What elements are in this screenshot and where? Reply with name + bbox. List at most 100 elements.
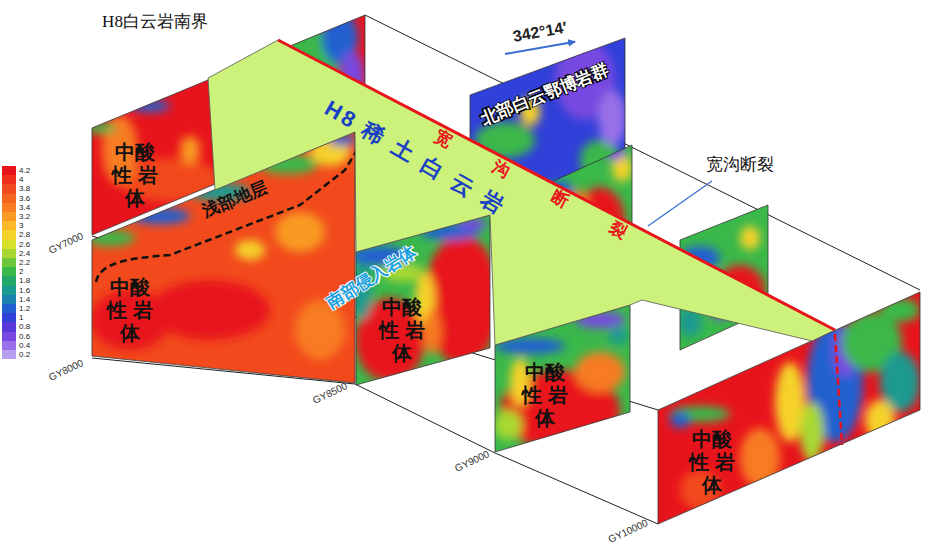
legend-row: 4 bbox=[2, 175, 23, 184]
legend-value: 1.6 bbox=[19, 286, 30, 295]
panel-texture bbox=[180, 136, 200, 164]
panel-texture bbox=[150, 280, 270, 340]
band-outline bbox=[200, 30, 850, 360]
panel-texture bbox=[235, 240, 265, 260]
panel-texture bbox=[424, 235, 500, 365]
stratum-label: 浅部地层 bbox=[200, 179, 270, 222]
legend-swatch bbox=[2, 286, 16, 295]
legend-row: 0.4 bbox=[2, 341, 30, 350]
panel-texture bbox=[880, 298, 920, 322]
legend-value: 1.4 bbox=[19, 295, 30, 304]
legend-swatch bbox=[2, 341, 16, 350]
fault-callout: 宽沟断裂 bbox=[706, 156, 774, 175]
legend-value: 3.2 bbox=[19, 212, 30, 221]
legend-swatch bbox=[2, 184, 16, 193]
legend-row: 2.4 bbox=[2, 249, 30, 258]
boundary-title: H8白云岩南界 bbox=[102, 13, 208, 32]
rock-body-label: 中酸 性 岩体 bbox=[379, 296, 425, 365]
legend-value: 0.2 bbox=[19, 350, 30, 359]
legend-swatch bbox=[2, 258, 16, 267]
legend-swatch bbox=[2, 322, 16, 331]
rock-body-label: 中酸 性 岩体 bbox=[112, 141, 158, 210]
panel-texture bbox=[84, 122, 116, 134]
legend-row: 4.2 bbox=[2, 166, 30, 175]
panel-texture bbox=[740, 428, 780, 488]
legend-row: 3 bbox=[2, 221, 23, 230]
legend-value: 2.8 bbox=[19, 230, 30, 239]
legend-row: 1.4 bbox=[2, 295, 30, 304]
legend-value: 1 bbox=[19, 313, 23, 322]
leader-line bbox=[648, 181, 712, 226]
fault-line bbox=[278, 40, 835, 330]
legend-value: 2.2 bbox=[19, 258, 30, 267]
legend-swatch bbox=[2, 313, 16, 322]
legend-swatch bbox=[2, 304, 16, 313]
legend-row: 0.8 bbox=[2, 322, 30, 331]
legend-value: 3.4 bbox=[19, 203, 30, 212]
legend-row: 1.6 bbox=[2, 286, 30, 295]
panel-texture bbox=[608, 325, 628, 345]
rock-body-label: 中酸 性 岩体 bbox=[107, 276, 153, 345]
legend-value: 2.4 bbox=[19, 249, 30, 258]
panel-texture bbox=[670, 412, 690, 428]
panel-texture bbox=[130, 208, 190, 224]
legend-row: 2.2 bbox=[2, 258, 30, 267]
legend-row: 0.2 bbox=[2, 350, 30, 359]
legend-swatch bbox=[2, 221, 16, 230]
legend-swatch bbox=[2, 350, 16, 359]
legend-swatch bbox=[2, 332, 16, 341]
panel-texture bbox=[740, 226, 760, 250]
rock-group-label: 北部白云鄂博岩群 bbox=[478, 61, 611, 129]
legend-row: 3.4 bbox=[2, 203, 30, 212]
panel-texture bbox=[423, 310, 441, 354]
legend-value: 3.6 bbox=[19, 194, 30, 203]
legend-swatch bbox=[2, 175, 16, 184]
profile-number: GY8500 bbox=[311, 380, 349, 405]
legend-value: 2 bbox=[19, 267, 23, 276]
legend-row: 1 bbox=[2, 313, 23, 322]
legend-row: 2.8 bbox=[2, 230, 30, 239]
panel-texture bbox=[865, 400, 895, 440]
legend-swatch bbox=[2, 295, 16, 304]
legend-value: 3.8 bbox=[19, 184, 30, 193]
legend-swatch bbox=[2, 267, 16, 276]
box-frame bbox=[92, 15, 920, 524]
legend-row: 1.2 bbox=[2, 304, 30, 313]
profile-number: GY8000 bbox=[47, 357, 85, 382]
legend-swatch bbox=[2, 212, 16, 221]
legend-swatch bbox=[2, 240, 16, 249]
legend-row: 3.8 bbox=[2, 184, 30, 193]
legend-swatch bbox=[2, 203, 16, 212]
rock-body-label: 中酸 性 岩体 bbox=[689, 428, 735, 497]
band-shape bbox=[208, 40, 835, 345]
legend-row: 2 bbox=[2, 267, 23, 276]
legend-value: 1.8 bbox=[19, 276, 30, 285]
legend-value: 1.2 bbox=[19, 304, 30, 313]
legend-swatch bbox=[2, 230, 16, 239]
legend-row: 0.6 bbox=[2, 332, 30, 341]
legend-row: 3.6 bbox=[2, 194, 30, 203]
profile-number: GY7000 bbox=[47, 230, 85, 255]
profile-number: GY10000 bbox=[607, 517, 650, 545]
legend-value: 0.8 bbox=[19, 322, 30, 331]
legend-value: 4.2 bbox=[19, 166, 30, 175]
legend-row: 2.6 bbox=[2, 240, 30, 249]
legend-swatch bbox=[2, 194, 16, 203]
legend-row: 3.2 bbox=[2, 212, 30, 221]
panel-texture bbox=[598, 90, 626, 146]
legend-value: 0.4 bbox=[19, 341, 30, 350]
frame-line bbox=[92, 358, 658, 524]
panel-texture bbox=[605, 144, 625, 160]
legend-row: 1.8 bbox=[2, 276, 30, 285]
profile-number: GY9000 bbox=[453, 448, 491, 473]
panel-texture bbox=[575, 352, 625, 392]
legend-value: 4 bbox=[19, 175, 23, 184]
legend-swatch bbox=[2, 166, 16, 175]
legend-value: 3 bbox=[19, 221, 23, 230]
panel-texture bbox=[275, 212, 325, 252]
rock-body-label: 中酸 性 岩体 bbox=[522, 361, 568, 430]
legend-swatch bbox=[2, 276, 16, 285]
panel-texture bbox=[494, 410, 522, 440]
legend-value: 0.6 bbox=[19, 332, 30, 341]
